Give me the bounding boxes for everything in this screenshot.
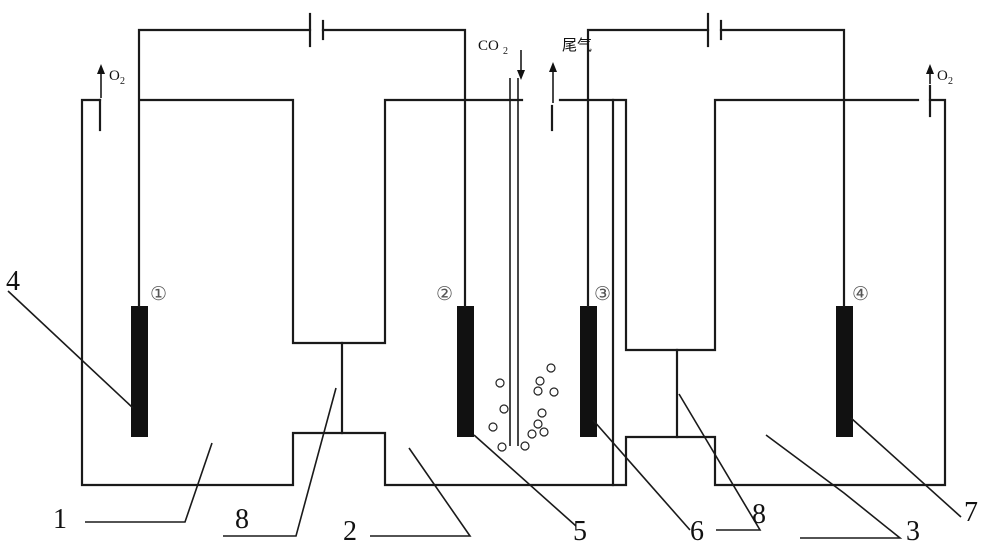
electrode-marker-3: ③ (594, 283, 611, 305)
o2-label-right-sub: 2 (948, 76, 953, 87)
tail-gas-arrowhead (549, 62, 557, 72)
co2-label: CO (478, 38, 499, 54)
callout-7: 7 (964, 497, 978, 528)
o2-arrowhead-left (97, 64, 105, 74)
o2-label-right: O (937, 68, 948, 84)
electrode-marker-2: ② (436, 283, 453, 305)
right-vessel-outline (611, 98, 947, 487)
o2-label-left: O (109, 68, 120, 84)
wire-circuit-right (586, 28, 846, 308)
callout-8-right: 8 (752, 499, 766, 530)
electrode-1 (131, 306, 148, 437)
electrode-2 (457, 306, 474, 437)
o2-arrowhead-right (926, 64, 934, 74)
tail-gas-label: 尾气 (562, 36, 592, 54)
callout-4: 4 (6, 266, 20, 297)
o2-label-left-sub: 2 (120, 76, 125, 87)
leader-lines (7, 290, 962, 539)
left-vessel-outline (80, 98, 615, 487)
electrode-4 (836, 306, 853, 437)
electrode-marker-4: ④ (852, 283, 869, 305)
co2-label-sub: 2 (503, 46, 508, 57)
callout-6: 6 (690, 516, 704, 547)
callout-1: 1 (53, 504, 67, 535)
electrode-marker-1: ① (150, 283, 167, 305)
electrode-3 (580, 306, 597, 437)
wire-circuit-left (137, 28, 467, 308)
co2-bubbles (488, 363, 559, 452)
co2-arrowhead (517, 70, 525, 80)
callout-8-left: 8 (235, 504, 249, 535)
callout-2: 2 (343, 516, 357, 547)
callout-5: 5 (573, 516, 587, 547)
callout-3: 3 (906, 516, 920, 547)
